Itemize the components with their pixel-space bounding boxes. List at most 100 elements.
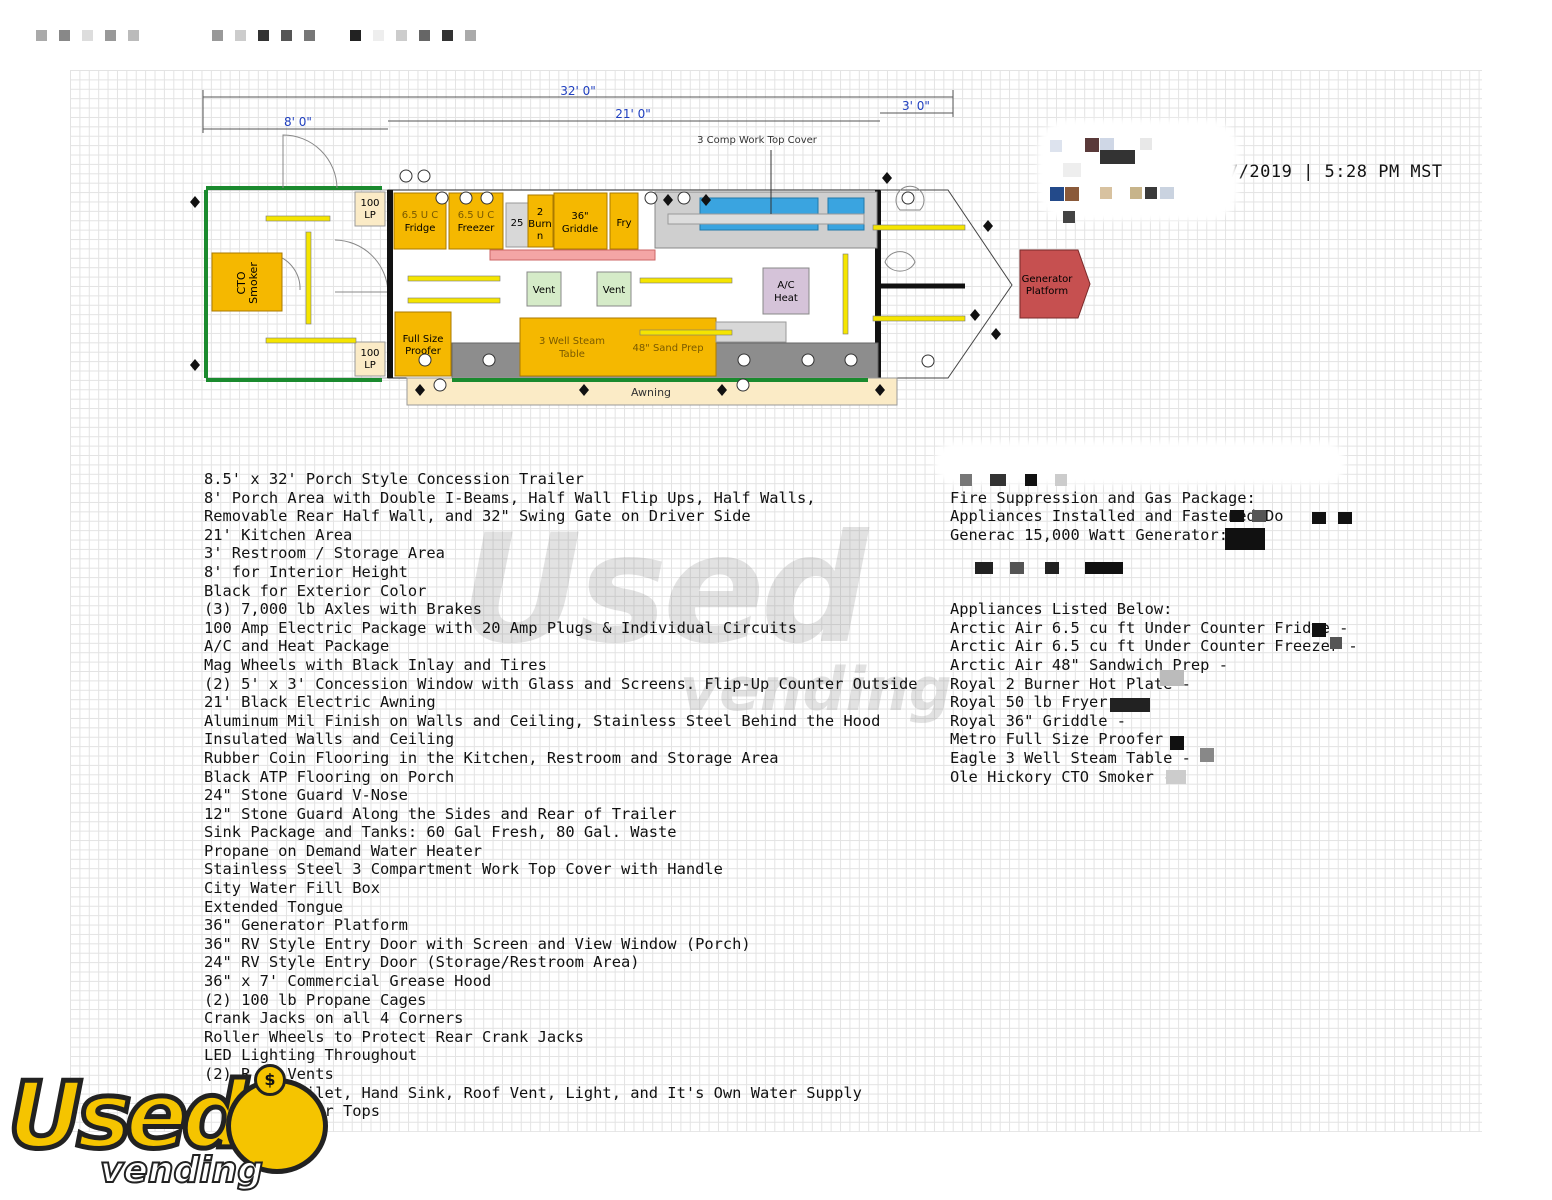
- spec-line: Removable Rear Half Wall, and 32" Swing …: [204, 507, 751, 526]
- spec-line: Mag Wheels with Black Inlay and Tires: [204, 655, 547, 674]
- spec-line: 36" x 7' Commercial Grease Hood: [204, 972, 492, 991]
- svg-text:6.5 U C: 6.5 U C: [402, 210, 439, 221]
- spec-line: Metro Full Size Proofer -: [950, 730, 1191, 749]
- svg-text:6.5 U C: 6.5 U C: [458, 210, 495, 221]
- timestamp: 11/17/2019 | 5:28 PM MST: [1185, 162, 1443, 182]
- spec-line: Appliances Listed Below:: [950, 600, 1173, 619]
- griddle: [553, 192, 608, 250]
- svg-text:25: 25: [511, 218, 524, 229]
- svg-text:Smoker: Smoker: [247, 262, 260, 304]
- spec-line: Generac 15,000 Watt Generator:: [950, 525, 1238, 544]
- svg-text:CTO: CTO: [235, 271, 248, 294]
- freezer: [448, 192, 504, 250]
- spec-line: 24" RV Style Entry Door (Storage/Restroo…: [204, 953, 640, 972]
- spec-line: h Toilet, Hand Sink, Roof Vent, Light, a…: [204, 1083, 862, 1102]
- spec-line: 8.5' x 32' Porch Style Concession Traile…: [204, 470, 584, 488]
- svg-text:100: 100: [360, 348, 379, 359]
- spec-line: 8' for Interior Height: [204, 562, 408, 581]
- svg-text:Heat: Heat: [774, 293, 798, 304]
- spec-line: Eagle 3 Well Steam Table -: [950, 748, 1201, 767]
- svg-text:Burn: Burn: [528, 219, 551, 230]
- spec-line: (2) 100 lb Propane Cages: [204, 990, 427, 1009]
- spec-line: Arctic Air 6.5 cu ft Under Counter Fridg…: [950, 618, 1358, 637]
- v-nose: [880, 189, 1013, 379]
- svg-text:LP: LP: [364, 360, 376, 371]
- spec-line: Extended Tongue: [204, 897, 343, 916]
- vent-1: [526, 271, 562, 307]
- spec-line: 21' Kitchen Area: [204, 525, 353, 544]
- spec-line: LED Lighting Throughout: [204, 1046, 418, 1065]
- spec-line: Royal 50 lb Fryer -: [950, 693, 1136, 712]
- spec-line: A/C and Heat Package: [204, 637, 390, 656]
- redacted-prices: [960, 474, 1352, 784]
- dim-kitchen: 21' 0": [615, 107, 651, 121]
- svg-text:36": 36": [571, 211, 588, 222]
- svg-text:Table: Table: [558, 349, 585, 360]
- spec-line: 36" Generator Platform: [204, 916, 408, 935]
- spec-line: Stainless Steel 3 Compartment Work Top C…: [204, 860, 723, 879]
- svg-text:Proofer: Proofer: [405, 346, 442, 357]
- svg-text:Fridge: Fridge: [405, 223, 436, 234]
- spec-list-right: Fire Suppression and Gas Package: Applia…: [950, 470, 1367, 786]
- spec-line: Arctic Air 48" Sandwich Prep -: [950, 655, 1238, 674]
- spec-line: Sink Package and Tanks: 60 Gal Fresh, 80…: [204, 823, 677, 842]
- svg-text:48" Sand Prep: 48" Sand Prep: [632, 343, 703, 354]
- svg-text:Fry: Fry: [616, 218, 631, 229]
- svg-text:Vent: Vent: [533, 285, 556, 296]
- dim-restroom: 3' 0": [902, 99, 930, 113]
- spec-line: Aluminum Mil Finish on Walls and Ceiling…: [204, 711, 881, 730]
- spec-line: Crank Jacks on all 4 Corners: [204, 1009, 464, 1028]
- watermark: Used vending: [460, 503, 952, 725]
- redacted-pixels-top: [1050, 138, 1174, 223]
- burner: [527, 194, 554, 248]
- svg-text:3 Well Steam: 3 Well Steam: [539, 336, 605, 347]
- spec-line: Royal 36" Griddle -: [950, 711, 1136, 730]
- work-top-cover-label: 3 Comp Work Top Cover: [697, 135, 818, 146]
- spec-line: Black ATP Flooring on Porch: [204, 767, 455, 786]
- spec-line: 8' Porch Area with Double I-Beams, Half …: [204, 488, 816, 507]
- spec-line: 12" Stone Guard Along the Sides and Rear…: [204, 804, 677, 823]
- used-vending-logo: Used $ vending: [6, 1063, 328, 1192]
- svg-text:n: n: [537, 231, 543, 242]
- svg-text:Griddle: Griddle: [562, 224, 598, 235]
- spec-line: Ole Hickory CTO Smoker -: [950, 767, 1182, 786]
- spec-line: Fire Suppression and Gas Package:: [950, 488, 1266, 507]
- vent-2: [596, 271, 632, 307]
- dim-porch: 8' 0": [284, 115, 312, 129]
- svg-text:Vent: Vent: [603, 285, 626, 296]
- floorplan: 32' 0" 8' 0" 21' 0" 3' 0" Awning 100 LP …: [190, 84, 1091, 406]
- spec-line: 24" Stone Guard V-Nose: [204, 786, 408, 805]
- spec-line: Roller Wheels to Protect Rear Crank Jack…: [204, 1027, 584, 1046]
- spec-line: Black for Exterior Color: [204, 581, 427, 600]
- svg-text:A/C: A/C: [777, 280, 794, 291]
- ac-heat: [762, 267, 810, 315]
- spec-line: 36" RV Style Entry Door with Screen and …: [204, 934, 751, 953]
- spec-line: Insulated Walls and Ceiling: [204, 730, 455, 749]
- spec-line: Arctic Air 6.5 cu ft Under Counter Freez…: [950, 637, 1367, 656]
- svg-text:2: 2: [537, 207, 543, 218]
- svg-text:Full Size: Full Size: [403, 334, 444, 345]
- spec-line: (2) 5' x 3' Concession Window with Glass…: [204, 674, 918, 693]
- spec-line: Propane on Demand Water Heater: [204, 841, 482, 860]
- redacted-header-2: [212, 26, 488, 41]
- spec-line: City Water Fill Box: [204, 879, 381, 898]
- svg-text:Freezer: Freezer: [458, 223, 496, 234]
- spec-list-left: 8.5' x 32' Porch Style Concession Traile…: [204, 470, 917, 1121]
- spec-line: 3' Restroom / Storage Area: [204, 544, 445, 563]
- spec-line: Rubber Coin Flooring in the Kitchen, Res…: [204, 748, 779, 767]
- spec-line: (2) R Vents: [204, 1065, 334, 1083]
- spec-line: 100 Amp Electric Package with 20 Amp Plu…: [204, 618, 798, 637]
- generator-platform: [1019, 249, 1091, 319]
- redacted-header: [36, 26, 151, 41]
- svg-text:100: 100: [360, 198, 379, 209]
- dim-overall: 32' 0": [560, 84, 596, 98]
- svg-text:LP: LP: [364, 210, 376, 221]
- svg-text:Platform: Platform: [1026, 286, 1068, 297]
- svg-text:Generator: Generator: [1022, 274, 1074, 285]
- awning-label: Awning: [631, 386, 671, 399]
- coin-icon: $: [254, 1064, 286, 1096]
- fryer: [609, 192, 639, 250]
- spec-line: 21' Black Electric Awning: [204, 693, 436, 712]
- spec-line: (3) 7,000 lb Axles with Brakes: [204, 600, 482, 619]
- cto-smoker: [211, 252, 283, 312]
